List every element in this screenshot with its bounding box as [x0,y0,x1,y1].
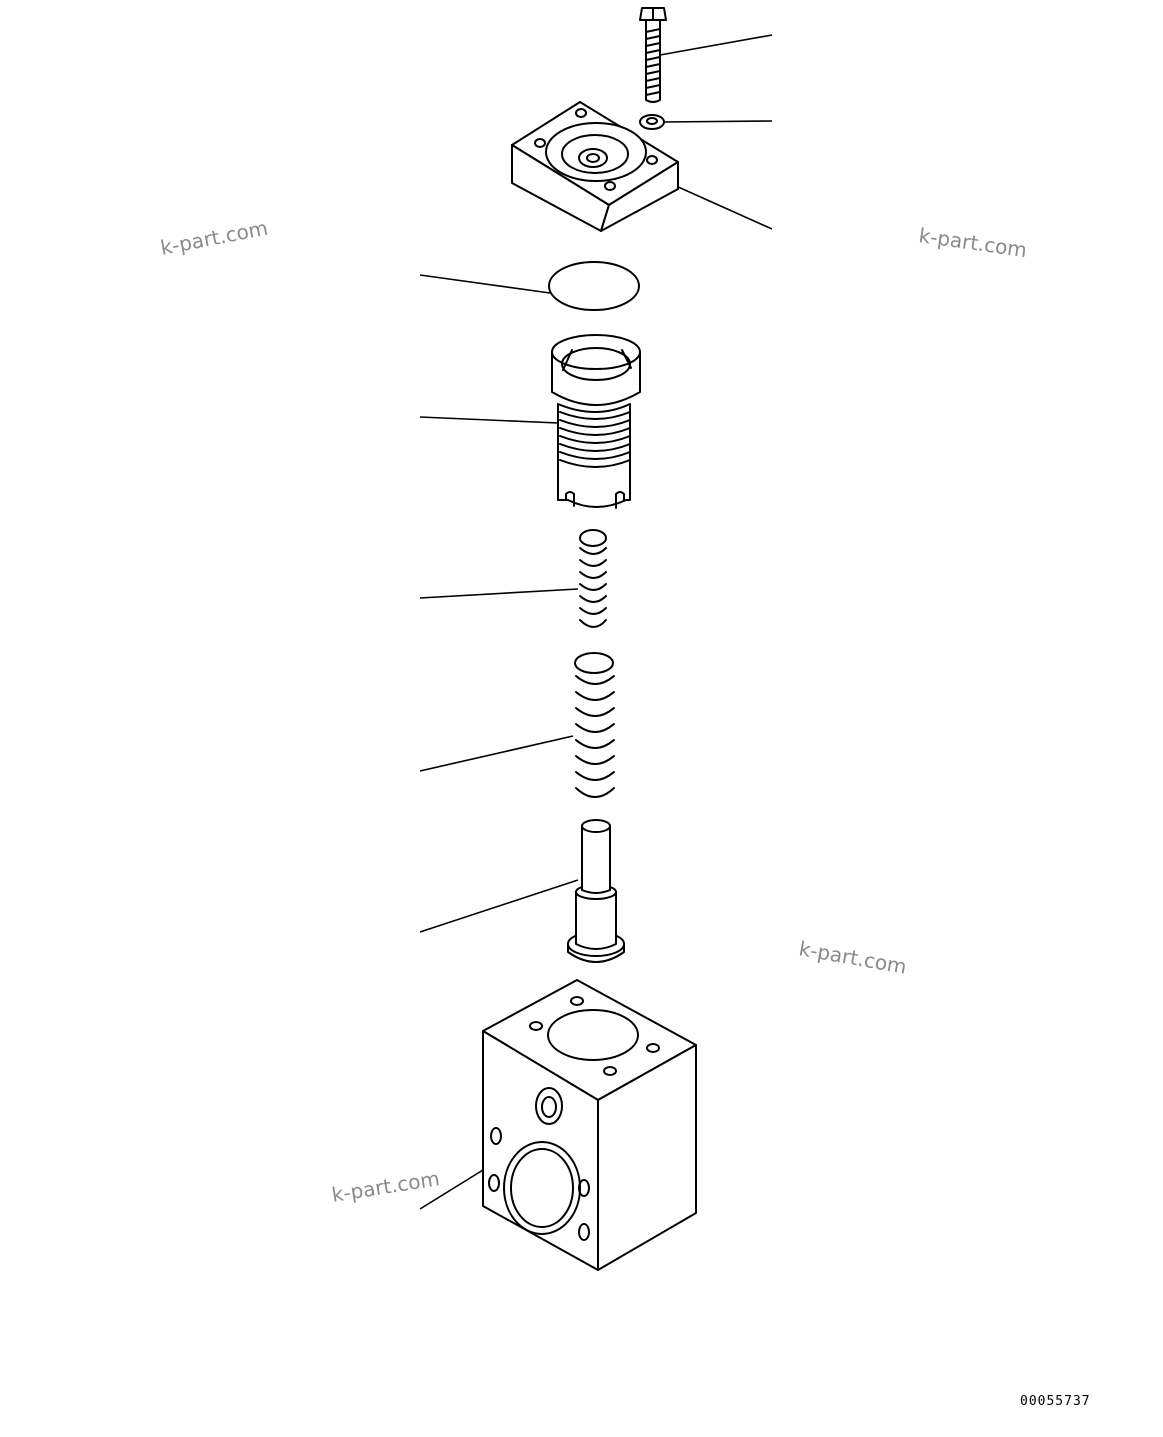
threaded-plug-icon [551,334,641,509]
leader-line-washer [661,120,773,123]
drawing-number: 00055737 [1020,1394,1091,1409]
watermark-text: k-part.com [917,223,1028,262]
washer-icon [639,114,665,130]
leader-line-outer-spring [419,735,574,772]
watermark-text: k-part.com [158,216,269,260]
leader-line-bolt [659,34,773,56]
watermark-text: k-part.com [330,1166,441,1207]
valve-body-icon [482,979,697,1271]
spool-icon [567,819,625,963]
cover-plate-icon [511,101,679,232]
spring-icon [574,652,615,798]
spring-icon [579,529,607,628]
leader-line-valve-body [419,1169,484,1210]
watermark-text: k-part.com [797,936,908,979]
leader-line-o-ring [419,274,551,294]
leader-line-cover-plate [675,185,773,230]
bolt-icon [639,7,667,103]
o-ring-icon [548,261,640,311]
leader-line-plug [419,416,559,424]
leader-line-inner-spring [419,588,579,599]
leader-lines [419,34,773,1210]
leader-line-spool [419,879,579,933]
